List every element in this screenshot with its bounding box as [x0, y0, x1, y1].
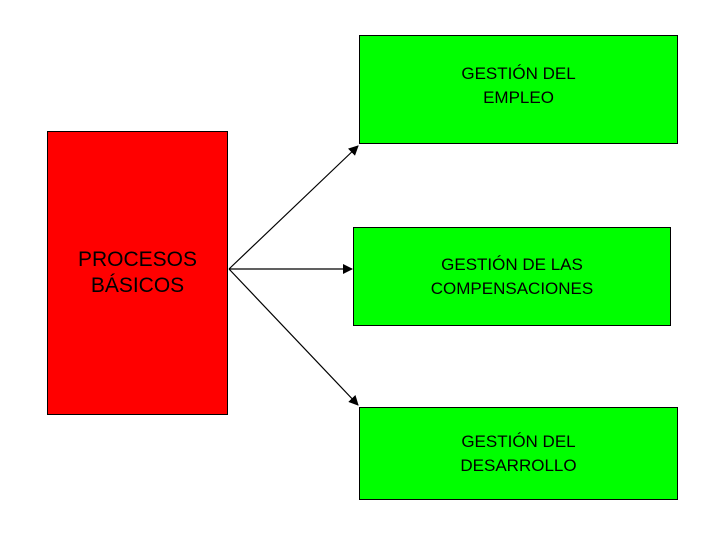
node-gestion-desarrollo: GESTIÓN DEL DESARROLLO — [359, 407, 678, 500]
node-gestion-compensaciones: GESTIÓN DE LAS COMPENSACIONES — [353, 227, 671, 326]
node-procesos-basicos: PROCESOS BÁSICOS — [47, 131, 228, 415]
arrow-to-empleo — [228, 145, 359, 270]
arrow-to-desarrollo — [228, 268, 359, 406]
node-gestion-empleo: GESTIÓN DEL EMPLEO — [359, 35, 678, 144]
